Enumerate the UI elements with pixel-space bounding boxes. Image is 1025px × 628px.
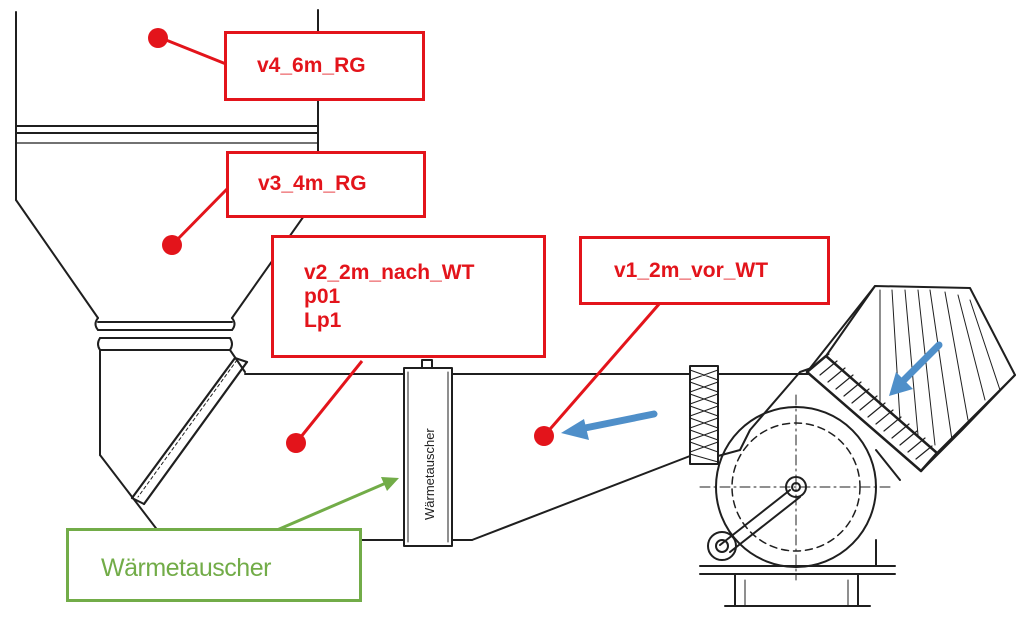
heat-exchanger-leader — [276, 477, 399, 532]
silo-hopper — [15, 9, 319, 351]
duct-flange — [689, 365, 719, 465]
measurement-label-v3: v3_4m_RG — [226, 151, 426, 218]
flow-arrow-duct — [561, 410, 658, 440]
label-v3-text: v3_4m_RG — [258, 172, 367, 195]
measurement-label-v1: v1_2m_vor_WT — [579, 236, 830, 305]
label-v2-line-1: v2_2m_nach_WT — [304, 261, 475, 284]
label-v2-line-2: p01 — [304, 285, 341, 308]
measurement-point-v2 — [286, 433, 306, 453]
heat-exchanger-stencil-text: Wärmetauscher — [422, 428, 437, 520]
heat-exchanger-unit — [403, 359, 453, 547]
label-v4-text: v4_6m_RG — [257, 54, 366, 77]
inlet-funnel — [805, 285, 1016, 473]
label-v1-text: v1_2m_vor_WT — [614, 259, 769, 282]
flow-arrow-inlet — [889, 341, 943, 396]
heat-exchanger-label-text: Wärmetauscher — [101, 554, 271, 582]
lower-chute — [99, 349, 249, 541]
heat-exchanger-label: Wärmetauscher — [66, 528, 362, 602]
measurement-point-v4 — [148, 28, 168, 48]
measurement-label-v2: v2_2m_nach_WT p01 Lp1 — [271, 235, 546, 358]
measurement-point-v3 — [162, 235, 182, 255]
measurement-leaders — [148, 28, 662, 453]
flow-arrows — [561, 341, 943, 440]
measurement-point-v1 — [534, 426, 554, 446]
fan — [699, 364, 901, 607]
line-drawing — [15, 9, 1016, 607]
label-v2-line-3: Lp1 — [304, 309, 342, 332]
measurement-label-v4: v4_6m_RG — [224, 31, 425, 101]
